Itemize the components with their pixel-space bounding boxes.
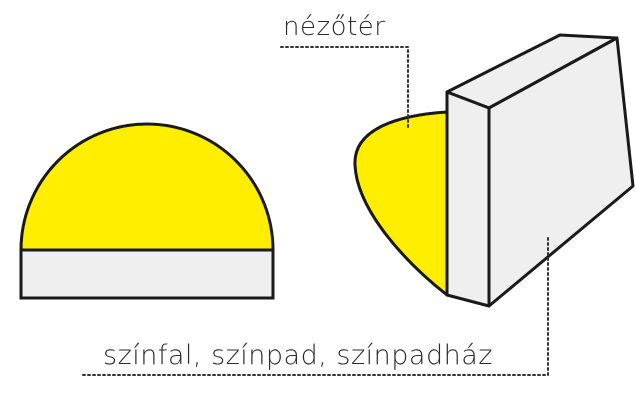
stage-parts-label: színfal, színpad, színpadház [103, 342, 493, 369]
plan-stage-rect [21, 250, 273, 298]
plan-view [21, 124, 273, 298]
plan-auditorium-semicircle [21, 124, 273, 250]
leader-line-auditorium [281, 47, 408, 128]
auditorium-label: nézőtér [283, 14, 385, 40]
stage-house-front-face [447, 92, 489, 306]
perspective-view [355, 35, 633, 306]
perspective-auditorium-shape [355, 112, 447, 295]
